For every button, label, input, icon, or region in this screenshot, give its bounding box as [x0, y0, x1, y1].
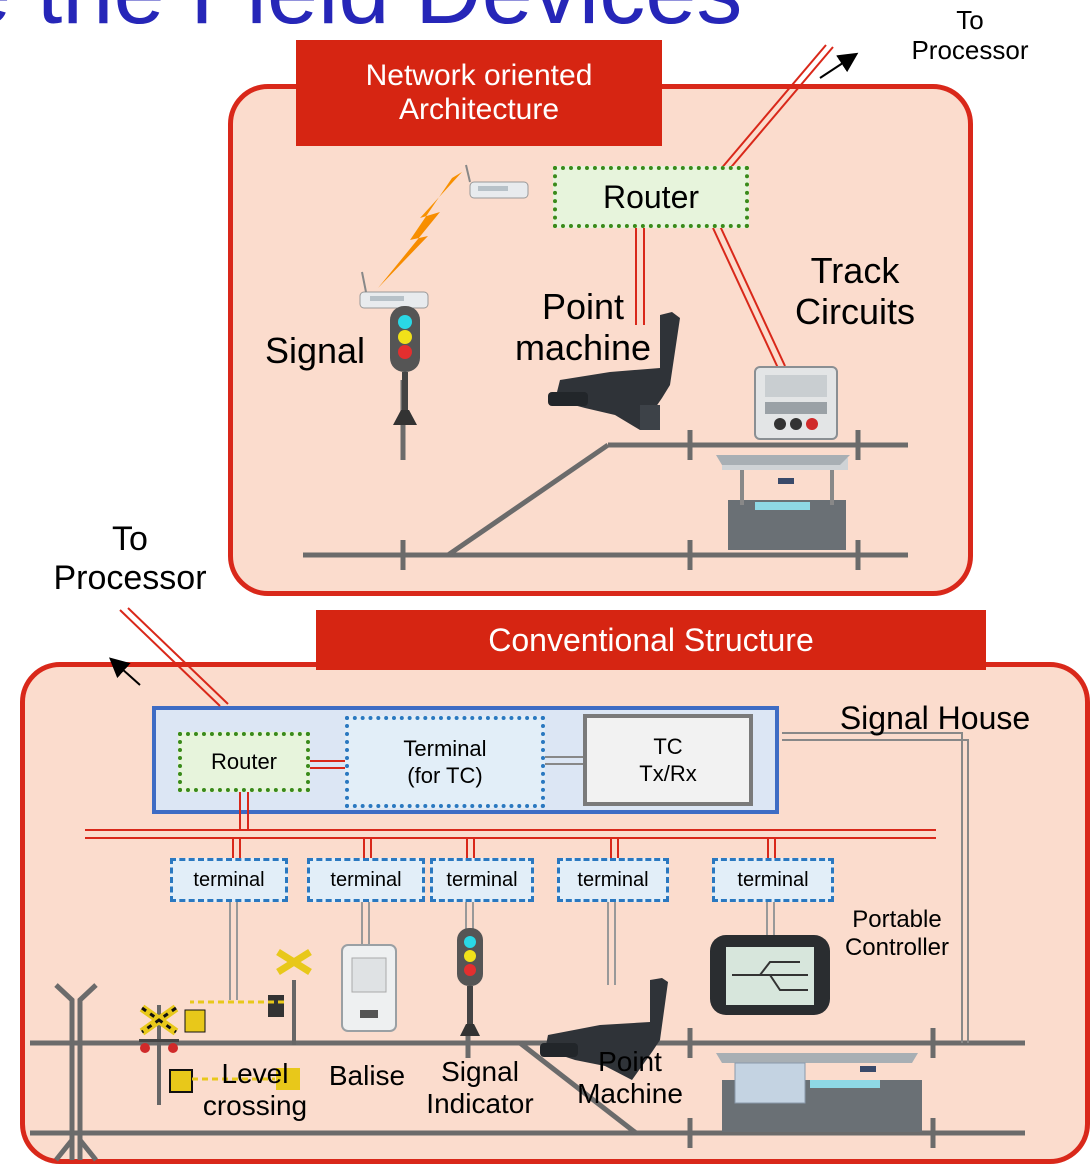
terminal-label: terminal: [330, 868, 402, 891]
terminal-tc-label: Terminal (for TC): [403, 735, 487, 789]
top-cables: [635, 44, 834, 369]
portable-controller-icon: [710, 935, 830, 1015]
bottom-router-label: Router: [210, 749, 278, 775]
terminal-drops: [229, 900, 775, 1000]
terminal-box: terminal: [307, 858, 425, 902]
top-signal-label: Signal: [264, 330, 366, 371]
signal-indicator-icon: [457, 928, 483, 1036]
top-router-label: Router: [602, 179, 700, 215]
top-signal-icon: [390, 306, 420, 425]
bottom-router-box: Router: [178, 732, 310, 792]
balise-icon: [341, 944, 397, 1032]
network-architecture-banner: Network oriented Architecture: [296, 40, 662, 146]
tc-txrx-label: TC Tx/Rx: [639, 733, 697, 787]
signal-house-label: Signal House: [839, 700, 1031, 736]
top-point-machine-icon: [548, 312, 680, 430]
bus-drops: [232, 838, 776, 858]
terminal-label: terminal: [737, 868, 809, 891]
top-point-machine-label: Point machine: [514, 286, 652, 369]
portable-controller-label: Portable Controller: [844, 906, 950, 961]
top-station-icon: [716, 455, 850, 550]
slide-title: e the Field Devices: [0, 0, 960, 62]
wireless-unit-icon: [359, 164, 529, 309]
top-router-box: Router: [553, 166, 749, 228]
top-to-processor-label: To Processor: [911, 5, 1029, 65]
wireless-bolt-icon: [378, 172, 462, 288]
terminal-box: terminal: [430, 858, 534, 902]
bottom-to-processor-label: To Processor: [53, 520, 207, 598]
signal-indicator-label: Signal Indicator: [426, 1056, 534, 1120]
terminal-label: terminal: [446, 868, 518, 891]
terminal-box: terminal: [712, 858, 834, 902]
terminal-box: terminal: [557, 858, 669, 902]
terminal-box: terminal: [170, 858, 288, 902]
terminal-label: terminal: [577, 868, 649, 891]
track-circuits-label: Track Circuits: [794, 250, 915, 333]
balise-label: Balise: [328, 1060, 406, 1091]
bottom-tracks: [30, 983, 1025, 1162]
level-crossing-icon: [139, 949, 312, 1105]
bottom-point-machine-label: Point Machine: [577, 1046, 683, 1110]
terminal-tc-box: Terminal (for TC): [345, 716, 545, 808]
tc-txrx-box: TC Tx/Rx: [583, 714, 753, 806]
bottom-point-machine-icon: [540, 978, 668, 1080]
conventional-structure-banner: Conventional Structure: [316, 610, 986, 670]
bottom-station-icon: [716, 1053, 922, 1132]
terminal-label: terminal: [193, 868, 265, 891]
level-crossing-label: Level crossing: [202, 1058, 308, 1122]
bottom-processor-cable: [119, 607, 229, 707]
track-circuit-device-icon: [754, 366, 838, 440]
